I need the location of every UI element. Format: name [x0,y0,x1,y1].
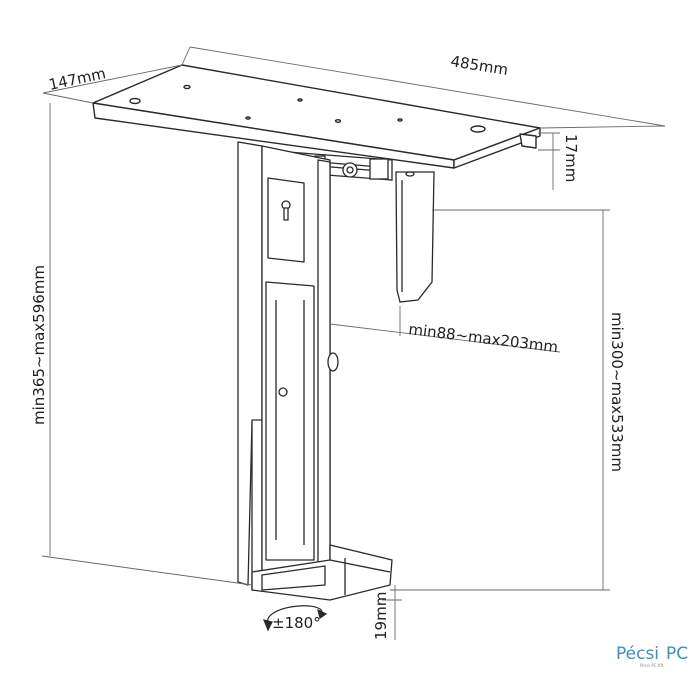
width-label: 485mm [449,52,509,79]
rear-clamp-plate [395,171,435,303]
rotation-arrow-icon [263,605,328,632]
watermark-tagline: Pécsi PC Kft. [640,663,665,668]
dimension-lines [41,46,666,640]
base-height-label: 19mm [372,592,390,640]
bracket-height-label: min365~max596mm [30,265,48,425]
width-range-label: min88~max203mm [408,320,560,356]
watermark-brand-right: PC [666,644,688,664]
watermark-logo: Pécsi PC Pécsi PC Kft. [616,644,688,668]
bottom-cradle [251,544,393,601]
rotation-label: ±180° [272,614,321,632]
plate-height-label: 17mm [562,134,580,182]
case-height-label: min300~max533mm [608,312,626,472]
mounting-plate [92,64,541,169]
depth-label: 147mm [47,64,107,94]
vertical-column [237,141,339,591]
watermark-brand-left: Pécsi [616,644,659,664]
